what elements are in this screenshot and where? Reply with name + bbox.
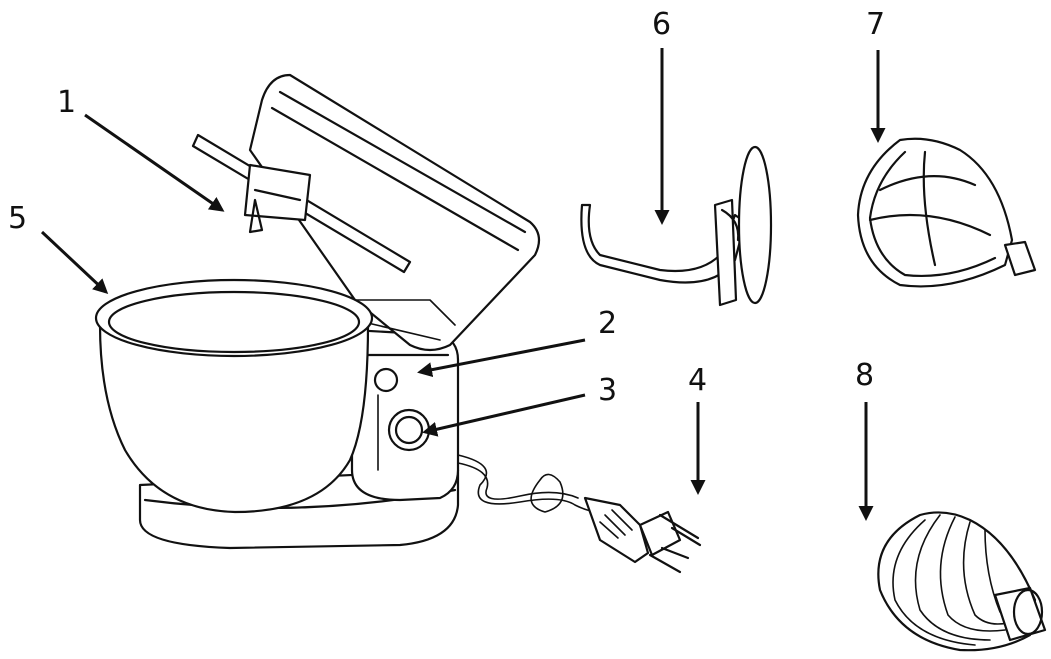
arrow-3	[422, 393, 586, 437]
power-cord-and-plug	[457, 454, 702, 574]
flat-beater	[856, 137, 1037, 288]
arrow-1	[84, 113, 225, 212]
callout-labels: 1 2 3 4 5 6 7 8	[8, 7, 885, 408]
wire-whisk	[877, 511, 1047, 652]
callout-5: 5	[8, 201, 27, 236]
callout-3: 3	[598, 373, 617, 408]
callout-1: 1	[57, 85, 76, 120]
callout-2: 2	[598, 306, 617, 341]
arrow-5	[40, 230, 109, 295]
callout-6: 6	[652, 7, 671, 42]
arrow-2	[417, 338, 586, 378]
callout-4: 4	[688, 363, 707, 398]
mixing-bowl	[94, 278, 374, 514]
callout-arrows	[40, 48, 886, 521]
speed-control-knob	[387, 408, 431, 452]
tilt-release-button	[373, 367, 399, 393]
callout-8: 8	[855, 358, 874, 393]
stand-mixer	[94, 73, 702, 574]
dough-hook	[580, 145, 773, 307]
callout-7: 7	[866, 7, 885, 42]
splash-guard	[191, 133, 412, 274]
